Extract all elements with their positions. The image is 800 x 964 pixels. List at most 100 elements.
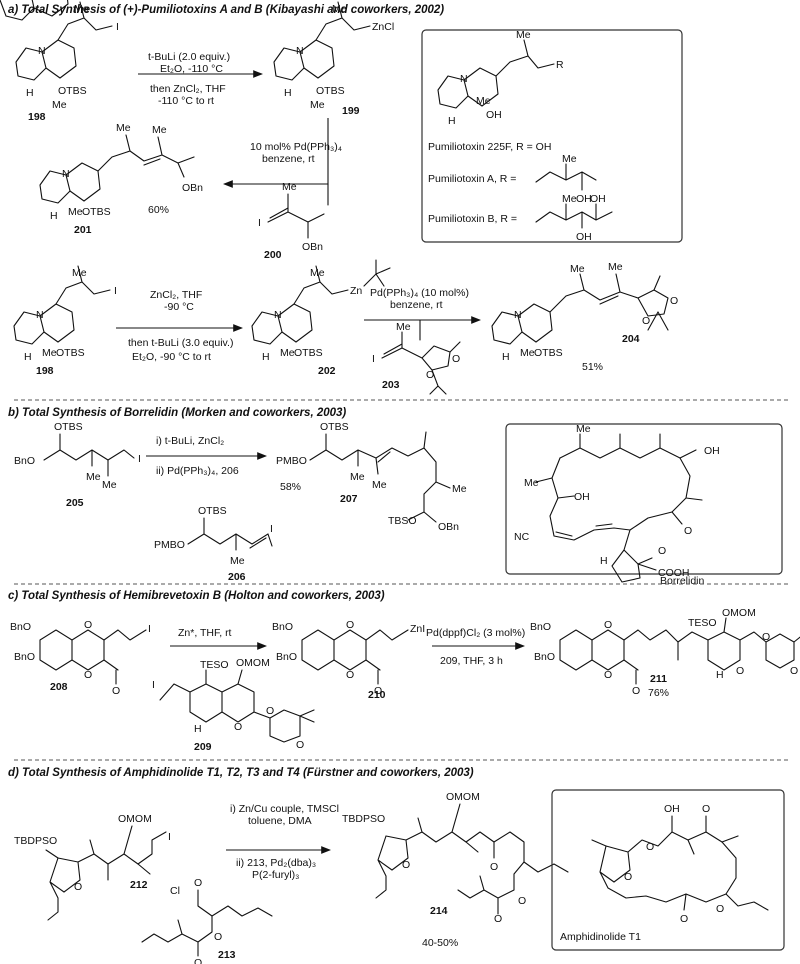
atom-label: O xyxy=(702,803,710,815)
atom-label: BnO xyxy=(276,651,297,663)
compound-212: TBDPSO OMOM I O 212 xyxy=(14,813,171,921)
atom-label: O xyxy=(194,957,202,964)
atom-label: O xyxy=(670,295,678,307)
atom-label: ZnI xyxy=(410,623,425,635)
atom-label: OH xyxy=(590,193,606,205)
atom-label: N xyxy=(36,309,44,321)
atom-label: OBn xyxy=(182,182,203,194)
atom-label: O xyxy=(646,841,654,853)
pumiliotoxin-box xyxy=(421,29,683,243)
compound-206: PMBO OTBS Me I 206 xyxy=(154,505,273,583)
atom-label: O xyxy=(234,721,242,733)
compound-210: BnO BnO O O O ZnI 210 xyxy=(272,619,425,701)
cond-a2-line1: 10 mol% Pd(PPh₃)₄ xyxy=(250,141,342,153)
atom-label: O xyxy=(84,619,92,631)
compound-213: Cl O O O 213 xyxy=(141,877,273,964)
atom-label: O xyxy=(402,859,410,871)
atom-label: Me xyxy=(452,483,467,495)
atom-label: H xyxy=(262,351,270,363)
cond-a1-line2: Et₂O, -110 °C xyxy=(160,63,223,75)
atom-label: O xyxy=(680,913,688,925)
cond-a1-line4: -110 °C to rt xyxy=(158,95,214,107)
atom-label: O xyxy=(624,871,632,883)
cond-d-line1: i) Zn/Cu couple, TMSCl xyxy=(230,803,339,815)
atom-label: R xyxy=(556,59,564,71)
atom-label: Me xyxy=(282,181,297,193)
atom-label: OMOM xyxy=(446,791,480,803)
atom-label: Me xyxy=(42,347,57,359)
atom-label: N xyxy=(514,309,522,321)
atom-label: BnO xyxy=(14,455,35,467)
atom-label: OMOM xyxy=(722,607,756,619)
atom-label: COOH xyxy=(658,567,690,579)
atom-label: O xyxy=(736,665,744,677)
atom-label: Me xyxy=(608,261,623,273)
atom-label: O xyxy=(632,685,640,697)
atom-label: Me xyxy=(524,477,539,489)
atom-label: Me xyxy=(152,124,167,136)
atom-label: N xyxy=(38,45,46,57)
amphidinolide-name: Amphidinolide T1 xyxy=(560,931,641,943)
atom-label: O xyxy=(112,685,120,697)
cond-b-line2: ii) Pd(PPh₃)₄, 206 xyxy=(156,465,239,477)
atom-label: BnO xyxy=(272,621,293,633)
compound-202: Me Zn N H OTBS Me 202 xyxy=(251,259,391,377)
atom-label: O xyxy=(374,685,382,697)
label-210: 210 xyxy=(368,689,386,701)
atom-label: BnO xyxy=(534,651,555,663)
pumiliotoxin-core: N Me R H OH Me xyxy=(437,29,564,127)
atom-label: H xyxy=(284,87,292,99)
atom-label: Cl xyxy=(170,885,180,897)
atom-label: Me xyxy=(396,321,411,333)
borrelidin-name: Borrelidin xyxy=(660,575,705,587)
atom-label: OMOM xyxy=(118,813,152,825)
atom-label: BnO xyxy=(14,651,35,663)
atom-label: I xyxy=(372,353,375,365)
atom-label: O xyxy=(296,739,304,751)
atom-label: TBSO xyxy=(388,515,417,527)
atom-label: O xyxy=(426,369,434,381)
compound-200: I Me OBn 200 xyxy=(258,181,325,261)
label-198b: 198 xyxy=(36,365,54,377)
cond-c1: Zn*, THF, rt xyxy=(178,627,232,639)
atom-label: OTBS xyxy=(56,347,85,359)
atom-label: Me xyxy=(520,347,535,359)
atom-label: H xyxy=(194,723,202,735)
atom-label: Me xyxy=(562,153,577,165)
atom-label: Me xyxy=(116,122,131,134)
atom-label: Me xyxy=(68,206,83,218)
atom-label: OTBS xyxy=(198,505,227,517)
atom-label: O xyxy=(642,315,650,327)
atom-label: TBDPSO xyxy=(342,813,385,825)
borrelidin-box xyxy=(505,423,783,575)
atom-label: Me xyxy=(570,263,585,275)
atom-label: OH xyxy=(664,803,680,815)
label-211: 211 xyxy=(650,673,667,685)
compound-198: N Me I H OTBS Me 198 xyxy=(15,1,119,123)
atom-label: TESO xyxy=(200,659,229,671)
cond-a2-line2: benzene, rt xyxy=(262,153,315,165)
label-209: 209 xyxy=(194,741,212,753)
atom-label: O xyxy=(194,877,202,889)
atom-label: O xyxy=(490,861,498,873)
pa-label: Pumiliotoxin A, R = xyxy=(428,173,516,185)
atom-label: OTBS xyxy=(320,421,349,433)
atom-label: PMBO xyxy=(276,455,307,467)
pb-sidechain: Me OH OH xyxy=(535,193,613,243)
section-b-header: b) Total Synthesis of Borrelidin (Morken… xyxy=(8,407,346,419)
atom-label: OTBS xyxy=(54,421,83,433)
amphidinolide-structure: OH O O O O O Amphidinolide T1 xyxy=(560,803,769,943)
cond-d-line3: ii) 213, Pd₂(dba)₃ xyxy=(236,857,316,869)
atom-label: Me xyxy=(476,95,491,107)
cond-a1-line3: then ZnCl₂, THF xyxy=(150,83,226,95)
label-199: 199 xyxy=(342,105,360,117)
atom-label: Me xyxy=(74,3,89,15)
atom-label: BnO xyxy=(530,621,551,633)
atom-label: OBn xyxy=(302,241,323,253)
compound-211: BnO BnO O O O TESO OMOM O O O H 211 76% xyxy=(530,607,800,699)
label-201: 201 xyxy=(74,224,92,236)
atom-label: O xyxy=(74,881,82,893)
atom-label: OH xyxy=(486,109,502,121)
